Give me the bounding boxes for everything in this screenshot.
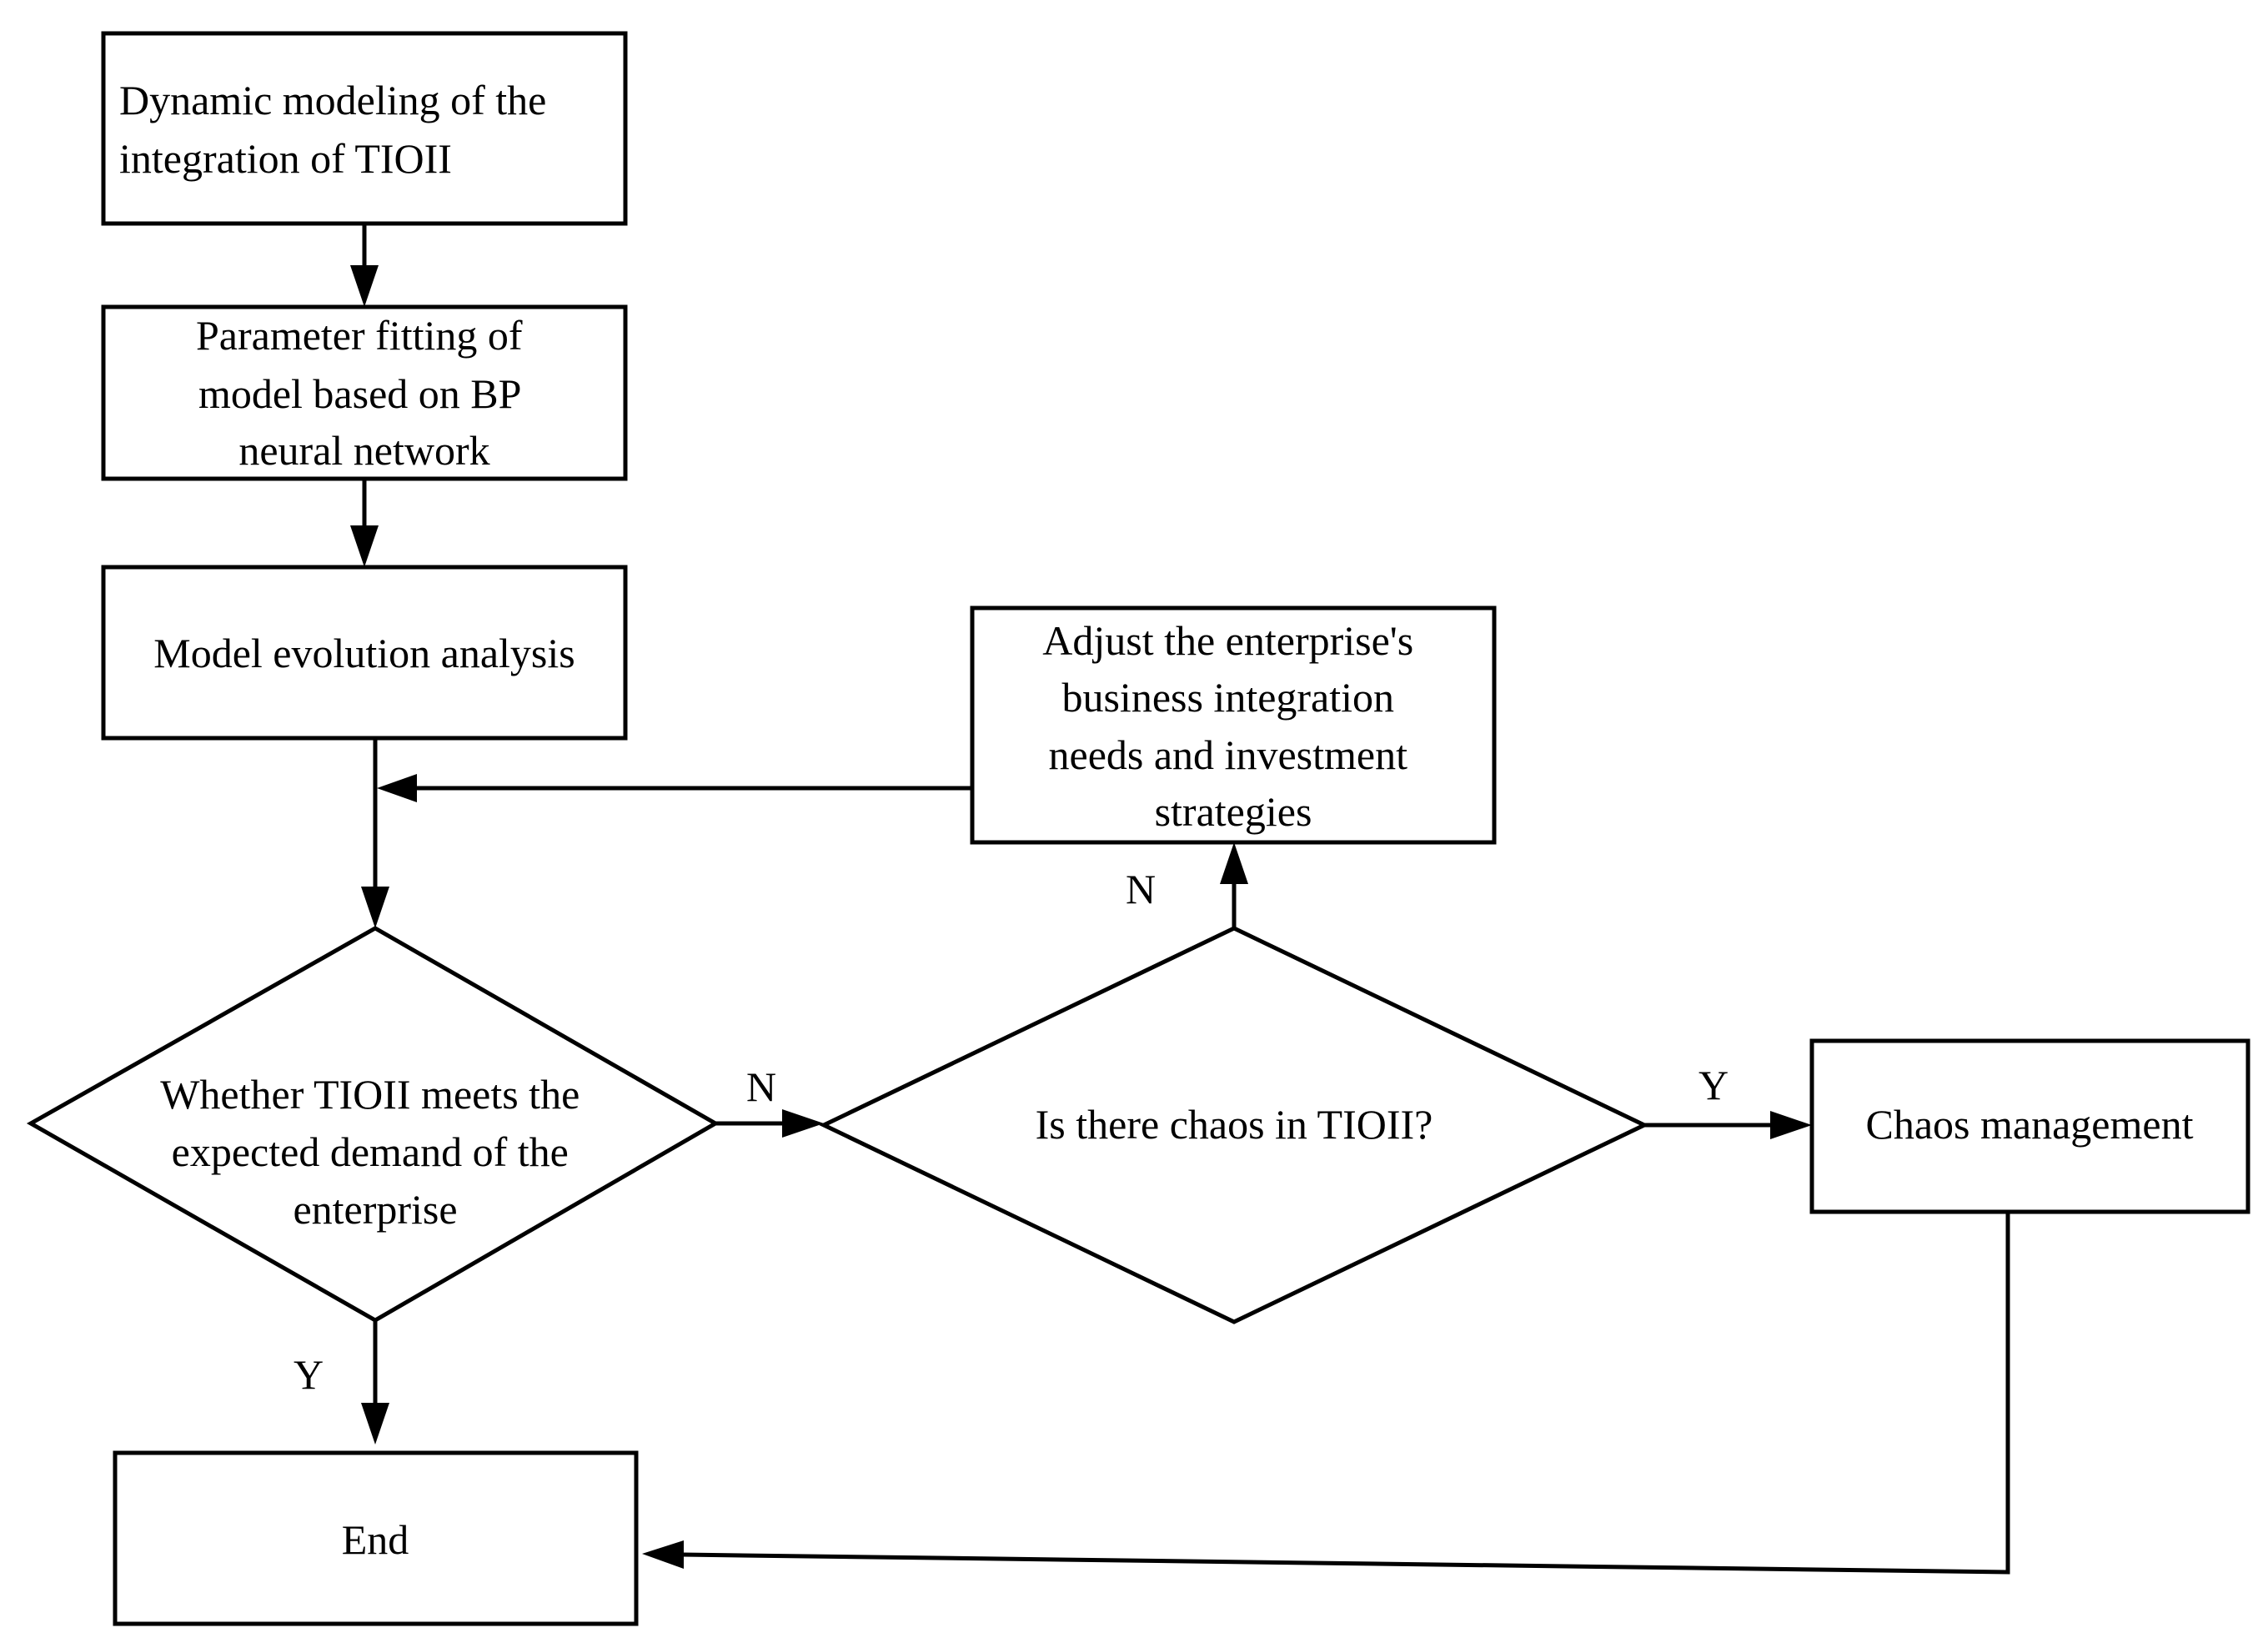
edge-management-to-end xyxy=(681,1212,2010,1575)
node-label: Adjust the enterprise's business integra… xyxy=(1042,617,1424,835)
arrowhead-icon xyxy=(350,525,379,567)
decision-chaos: Is there chaos in TIOII? xyxy=(819,926,1649,1324)
process-parameter-fitting: Parameter fitting of model based on BP n… xyxy=(101,304,628,481)
node-label: Is there chaos in TIOII? xyxy=(1036,1101,1433,1148)
arrowhead-icon xyxy=(1220,842,1248,884)
edge-label-demand-no: N xyxy=(746,1063,776,1110)
arrowhead-icon xyxy=(782,1109,824,1138)
process-chaos-management: Chaos management xyxy=(1809,1038,2250,1214)
process-dynamic-modeling: Dynamic modeling of the integration of T… xyxy=(101,31,628,226)
edge-label-demand-yes: Y xyxy=(294,1351,324,1398)
node-label: Whether TIOII meets the expected demand … xyxy=(160,1071,590,1233)
arrowhead-icon xyxy=(377,774,417,802)
arrowhead-icon xyxy=(1770,1111,1812,1139)
connectors xyxy=(350,224,2010,1575)
arrowhead-icon xyxy=(361,1403,389,1445)
node-label: Chaos management xyxy=(1866,1101,2194,1148)
arrowhead-icon xyxy=(361,887,389,928)
decision-demand: Whether TIOII meets the expected demand … xyxy=(26,926,720,1323)
node-label: Model evolution analysis xyxy=(153,630,575,676)
terminal-end: End xyxy=(113,1450,639,1626)
process-adjust-strategies: Adjust the enterprise's business integra… xyxy=(970,605,1497,845)
arrowhead-icon xyxy=(350,265,379,307)
process-model-evolution: Model evolution analysis xyxy=(101,565,628,741)
arrowhead-icon xyxy=(642,1540,684,1569)
edge-label-chaos-yes: Y xyxy=(1698,1062,1729,1108)
node-label: End xyxy=(342,1516,409,1563)
edge-label-chaos-no: N xyxy=(1126,866,1156,912)
node-label: Dynamic modeling of the integration of T… xyxy=(119,77,557,182)
node-label: Parameter fitting of model based on BP n… xyxy=(196,312,533,474)
